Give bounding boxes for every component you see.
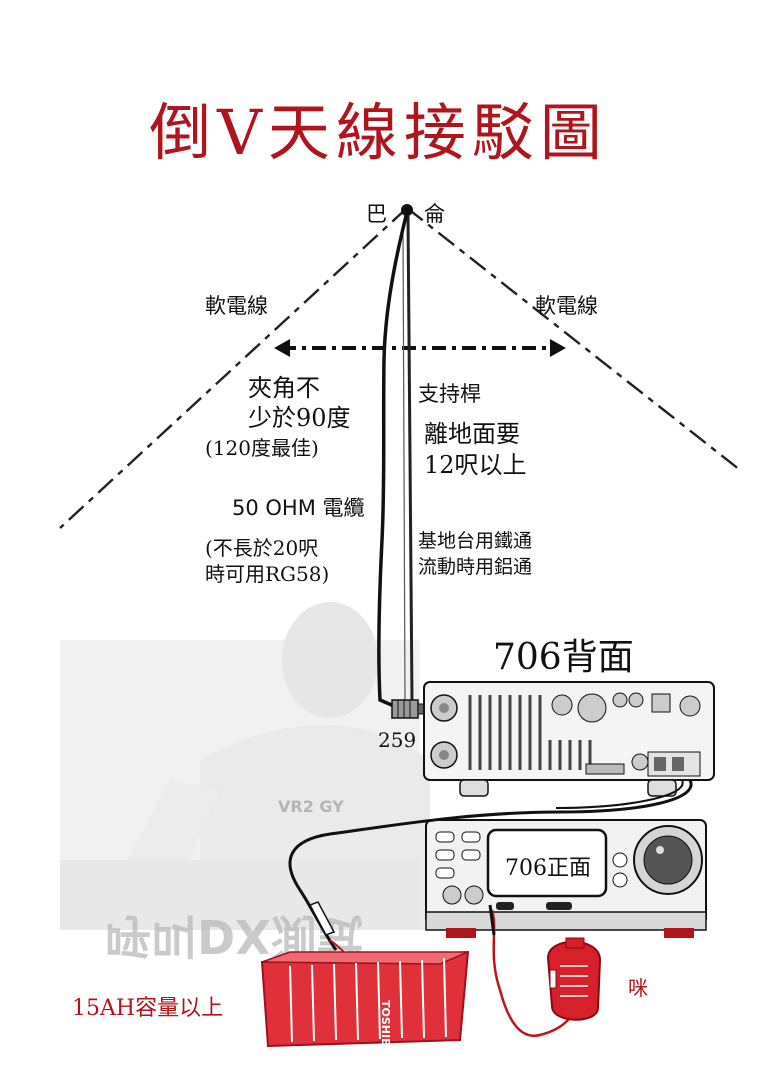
angle-label-line1: 夾角不 xyxy=(248,374,320,402)
microphone xyxy=(546,937,602,1021)
apex-label-right: 侖 xyxy=(424,202,445,226)
right-wire-label: 軟電線 xyxy=(535,294,598,318)
battery-brand: TOSHIBA xyxy=(379,1000,392,1055)
left-wire-label: 軟電線 xyxy=(205,294,268,318)
angle-label-line3: (120度最佳) xyxy=(205,436,319,460)
mast-label: 支持桿 xyxy=(418,382,481,406)
mast-material-line2: 流動時用鋁通 xyxy=(418,556,533,578)
mast-material-line1: 基地台用鐵通 xyxy=(418,530,533,552)
left-antenna-wire xyxy=(59,207,408,529)
pl259-connector xyxy=(391,699,429,719)
mast-height-line2: 12呎以上 xyxy=(424,451,527,479)
mic-cable-black xyxy=(488,904,496,936)
angle-arrow-left-head xyxy=(274,339,290,357)
diagram-title: 倒V天線接駁圖 xyxy=(149,96,608,169)
angle-arrow-right-head xyxy=(550,339,566,357)
connector-label: 259 xyxy=(378,728,417,752)
background-photo xyxy=(60,602,430,930)
angle-label-line2: 少於90度 xyxy=(248,404,351,432)
right-antenna-wire xyxy=(406,207,741,471)
power-cable xyxy=(288,779,693,951)
coax-cable xyxy=(377,211,409,708)
power-cable-lead xyxy=(555,779,684,809)
apex-label-left: 巴 xyxy=(366,202,387,226)
battery-pack xyxy=(260,950,470,1048)
cable-label-line3: 時可用RG58) xyxy=(205,562,330,586)
radio-back-title: 706背面 xyxy=(493,637,634,678)
antenna-apex xyxy=(401,204,413,216)
cable-label-line1: 50 OHM 電纜 xyxy=(232,496,365,520)
radio-back-panel xyxy=(423,681,715,797)
battery-clip xyxy=(308,901,336,936)
mic-cable xyxy=(490,909,577,1038)
radio-front-label: 706正面 xyxy=(505,856,591,881)
radio-front-panel xyxy=(425,819,707,938)
battery-label: 15AH容量以上 xyxy=(72,996,224,1021)
mast-height-line1: 離地面要 xyxy=(424,420,520,448)
support-mast xyxy=(406,214,414,701)
cable-label-line2: (不長於20呎 xyxy=(205,536,319,560)
mast-pole-left-edge xyxy=(402,229,406,701)
shirt-text: VR2 GY xyxy=(278,797,344,816)
microphone-label: 咪 xyxy=(628,976,648,1000)
